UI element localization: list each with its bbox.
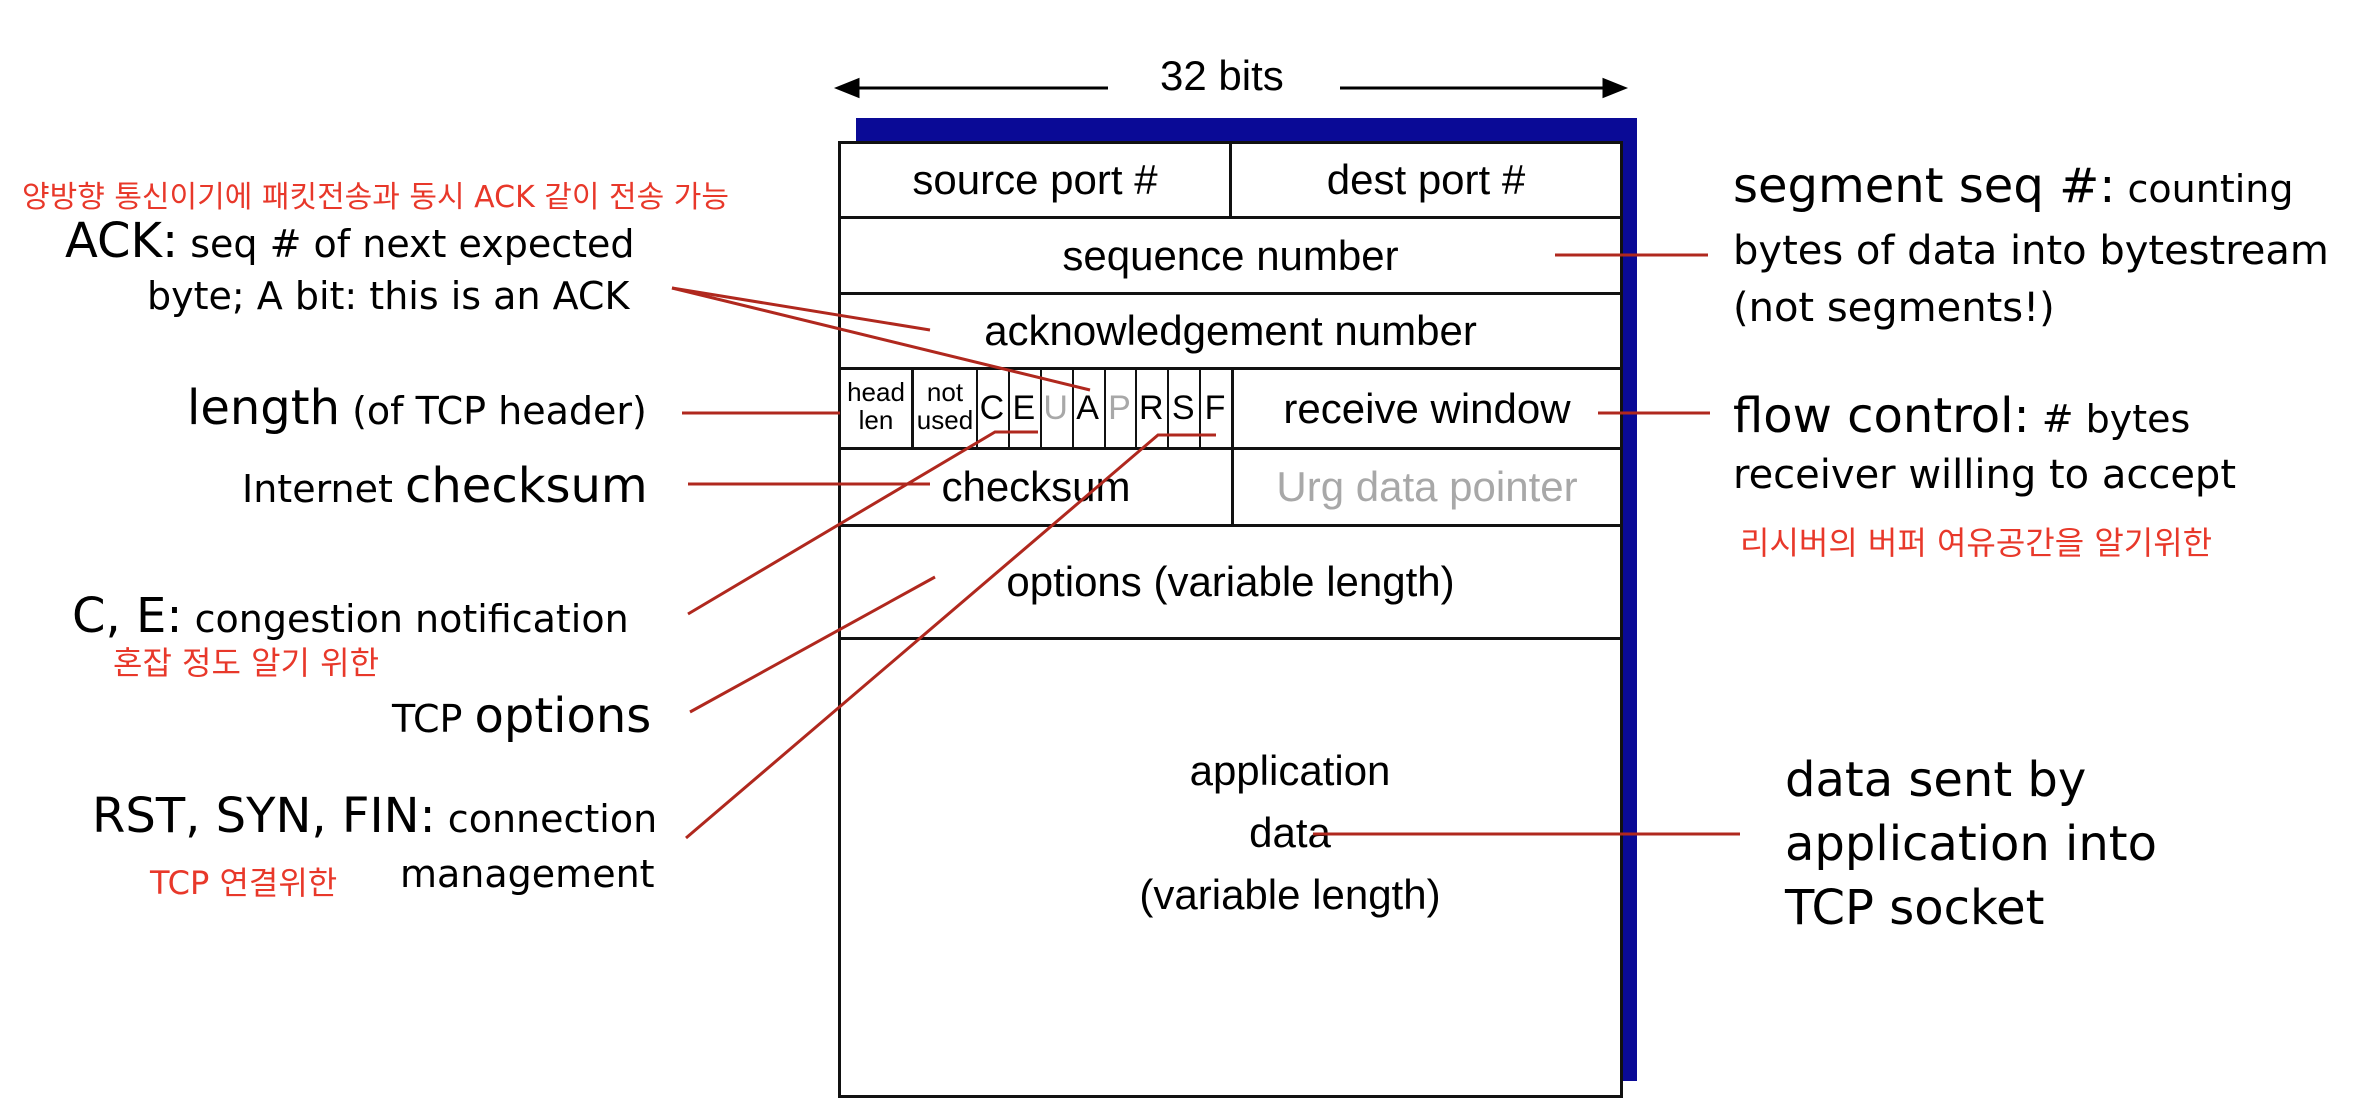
congestion-note: 혼잡 정도 알기 위한: [113, 644, 380, 682]
sequence-number-field: sequence number: [1062, 231, 1399, 279]
flag-bit-r: R: [1139, 388, 1164, 427]
ack-number-field: acknowledgement number: [984, 307, 1477, 354]
bit-width-label: 32 bits: [1160, 52, 1284, 99]
bidirectional-note: 양방향 통신이기에 패킷전송과 동시 ACK 같이 전송 가능: [22, 180, 729, 215]
ack-label-line2: byte; A bit: this is an ACK: [147, 274, 630, 318]
flag-bit-p: P: [1108, 388, 1131, 427]
row-divider: [838, 637, 1623, 640]
flag-divider: [1039, 367, 1042, 447]
flag-bit-c: C: [979, 388, 1005, 427]
options-label: TCP options: [392, 688, 652, 744]
flag-bit-u: U: [1043, 388, 1068, 427]
flag-divider: [976, 367, 978, 447]
row-divider: [838, 292, 1623, 295]
checksum-label: Internet checksum: [242, 458, 648, 514]
connection-note: TCP 연결위한: [150, 864, 338, 902]
column-divider: [1231, 367, 1234, 526]
flag-bit-a: A: [1076, 388, 1099, 427]
seq-label-line2: bytes of data into bytestream: [1733, 228, 2329, 274]
column-divider: [1229, 141, 1232, 218]
application-data-field: application data (variable length): [1139, 747, 1441, 918]
flow-control-note: 리시버의 버퍼 여유공간을 알기위한: [1740, 524, 2213, 562]
urg-pointer-field: Urg data pointer: [1276, 463, 1578, 510]
rsf-label-line2: management: [400, 852, 655, 896]
flag-bit-f: F: [1204, 388, 1226, 427]
flag-divider: [1199, 367, 1202, 447]
ce-label: C, E: congestion notification: [72, 588, 629, 644]
app-data-label: data sent by application into TCP socket: [1785, 752, 2157, 936]
flow-control-label: flow control: # bytes: [1733, 388, 2191, 444]
source-port-field: source port #: [912, 156, 1158, 203]
row-divider: [838, 447, 1623, 450]
flag-divider: [911, 367, 914, 447]
flag-bit-e: E: [1012, 388, 1036, 427]
row-divider: [838, 367, 1623, 370]
dest-port-field: dest port #: [1326, 156, 1526, 203]
flag-bit-s: S: [1171, 388, 1195, 427]
flow-control-line2: receiver willing to accept: [1733, 452, 2237, 498]
flag-divider: [1135, 367, 1138, 447]
flag-divider: [1103, 367, 1106, 447]
seq-label-line3: (not segments!): [1733, 285, 2055, 331]
ack-label: ACK: seq # of next expected: [65, 213, 635, 269]
receive-window-field: receive window: [1283, 384, 1571, 432]
rsf-label: RST, SYN, FIN: connection: [92, 788, 658, 844]
length-label: length (of TCP header): [187, 380, 647, 436]
flag-divider: [1071, 367, 1074, 447]
tcp-header-box: [838, 141, 1623, 1098]
flag-divider: [1007, 367, 1010, 447]
options-field: options (variable length): [1006, 558, 1455, 605]
seq-label: segment seq #: counting: [1733, 158, 2294, 214]
row-divider: [838, 524, 1623, 527]
flag-divider: [1167, 367, 1170, 447]
